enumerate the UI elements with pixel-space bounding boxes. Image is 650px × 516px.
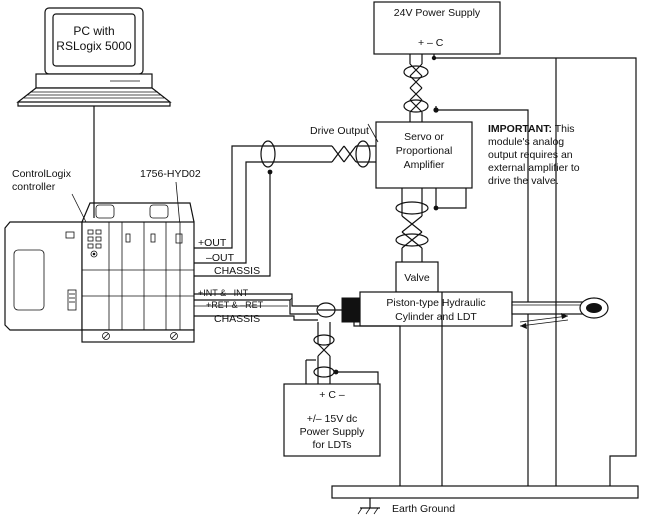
- amplifier-line2: Proportional: [396, 145, 453, 157]
- important-note-line2: module's analog: [488, 136, 564, 148]
- label-out-minus: –OUT: [206, 252, 235, 264]
- important-note-line4: external amplifier to: [488, 162, 580, 174]
- amplifier-valve-cable: [395, 188, 429, 262]
- module-label: 1756-HYD02: [140, 168, 201, 180]
- ldt-supply-line1: +/– 15V dc: [307, 413, 358, 425]
- amplifier-line1: Servo or: [404, 131, 444, 143]
- pc-label-line1: PC with: [73, 24, 114, 38]
- important-line1-rest: This: [552, 123, 575, 135]
- earth-ground-label: Earth Ground: [392, 503, 455, 515]
- drive-output-cable: [260, 123, 379, 168]
- controllogix-chassis: [4, 202, 195, 343]
- drive-output-label: Drive Output: [310, 125, 369, 137]
- important-note-line5: drive the valve.: [488, 175, 559, 187]
- important-note-line3: output requires an: [488, 149, 573, 161]
- supply-24v-ground-wire: [433, 54, 637, 490]
- label-chassis-2: CHASSIS: [214, 313, 260, 325]
- ldt-power-cable: [305, 322, 335, 384]
- ldt-signal-bundle: [194, 293, 342, 321]
- amplifier-line3: Amplifier: [404, 159, 445, 171]
- ldt-shield-wire: [353, 322, 401, 490]
- important-note-line1: IMPORTANT: This: [488, 123, 575, 135]
- wire-out-minus: [194, 161, 264, 264]
- ldt-supply-terminals: + C –: [319, 389, 345, 401]
- ldt-supply-line3: for LDTs: [312, 439, 351, 451]
- ldt-power-supply: [283, 383, 381, 457]
- valve: [395, 261, 439, 293]
- wire-out-plus: [194, 145, 264, 249]
- important-heading: IMPORTANT:: [488, 123, 552, 135]
- power-cable-24v: [403, 54, 429, 122]
- pc-computer: PC with RSLogix 5000: [16, 7, 172, 107]
- power-supply-24v-terminals: + – C: [418, 37, 444, 49]
- wire-chassis-1: [194, 172, 271, 277]
- ldt-connector: [341, 297, 361, 323]
- label-out-plus: +OUT: [198, 237, 227, 249]
- cylinder-line1: Piston-type Hydraulic: [386, 297, 485, 309]
- label-chassis-1: CHASSIS: [214, 265, 260, 277]
- valve-label: Valve: [404, 272, 430, 284]
- earth-ground-icon: [357, 507, 380, 515]
- controller-label-line1: ControlLogix: [12, 168, 72, 180]
- pc-label-line2: RSLogix 5000: [56, 39, 132, 53]
- power-supply-24v-title: 24V Power Supply: [394, 7, 481, 19]
- piston-rod: [511, 297, 609, 319]
- cylinder-line2: Cylinder and LDT: [395, 311, 477, 323]
- label-int: +INT & –INT: [198, 288, 249, 298]
- motion-arrows: [519, 313, 569, 329]
- ldt-supply-line2: Power Supply: [300, 426, 366, 438]
- controller-label-line2: controller: [12, 181, 56, 193]
- label-ret: +RET & –RET: [206, 300, 264, 310]
- servo-amplifier: [375, 121, 473, 189]
- power-supply-24v: [373, 1, 501, 55]
- earth-ground-bus: [331, 485, 639, 499]
